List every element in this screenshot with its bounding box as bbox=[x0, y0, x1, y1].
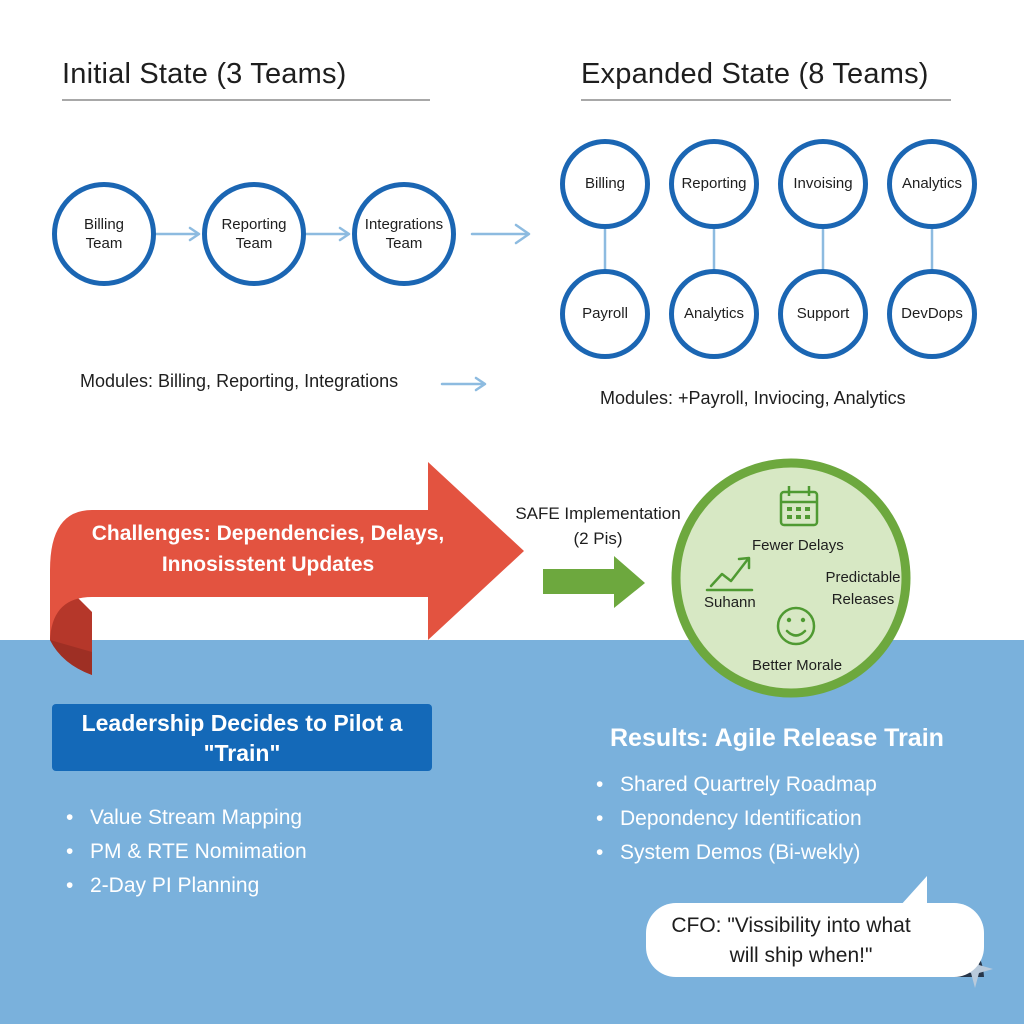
leadership-line-1: Leadership Decides to Pilot a bbox=[81, 710, 403, 736]
fewer-delays-label: Fewer Delays bbox=[752, 537, 844, 554]
challenges-line-1: Challenges: Dependencies, Delays, bbox=[91, 522, 445, 545]
team-billing: Billing Team bbox=[52, 182, 156, 286]
team-top-reporting: Reporting bbox=[669, 139, 759, 229]
team-reporting: Reporting Team bbox=[202, 182, 306, 286]
leadership-bullets: Value Stream Mapping PM & RTE Nomimation… bbox=[66, 801, 307, 903]
results-circle bbox=[671, 458, 911, 698]
team-bottom-payroll: Payroll bbox=[560, 269, 650, 359]
calendar-icon bbox=[779, 486, 819, 527]
leadership-banner: Leadership Decides to Pilot a "Train" bbox=[52, 704, 432, 771]
bullet-item: System Demos (Bi-wekly) bbox=[596, 836, 877, 870]
better-morale-label: Better Morale bbox=[752, 657, 843, 674]
team-bottom-support: Support bbox=[778, 269, 868, 359]
sparkle-icon bbox=[957, 950, 993, 988]
bullet-item: Value Stream Mapping bbox=[66, 801, 307, 835]
initial-state-title: Initial State (3 Teams) bbox=[62, 58, 347, 90]
cfo-quote: CFO: "Vissibility into what will ship wh… bbox=[646, 911, 936, 971]
bullet-item: 2-Day PI Planning bbox=[66, 869, 307, 903]
challenges-arrow bbox=[50, 462, 524, 675]
results-title: Results: Agile Release Train bbox=[610, 724, 944, 752]
team-integrations: Integrations Team bbox=[352, 182, 456, 286]
flow-arrow-initial-to-expanded bbox=[470, 223, 531, 245]
safe-arrow bbox=[543, 556, 645, 608]
initial-modules: Modules: Billing, Reporting, Integration… bbox=[80, 371, 399, 391]
expanded-state-title: Expanded State (8 Teams) bbox=[581, 58, 929, 90]
challenges-text: Challenges: Dependencies, Delays, Innosi… bbox=[68, 518, 468, 580]
cfo-speech-bubble bbox=[646, 903, 984, 977]
bullet-item: Depondency Identification bbox=[596, 802, 877, 836]
smiley-icon bbox=[776, 606, 816, 646]
bullet-item: PM & RTE Nomimation bbox=[66, 835, 307, 869]
safe-line-1: SAFE Implementation bbox=[515, 504, 681, 523]
bullet-item: Shared Quartrely Roadmap bbox=[596, 768, 877, 802]
leadership-line-2: "Train" bbox=[203, 740, 281, 766]
modules-arrow bbox=[440, 376, 487, 392]
trend-up-icon bbox=[705, 556, 754, 592]
safe-implementation-label: SAFE Implementation (2 Pis) bbox=[508, 501, 688, 551]
results-bullets: Shared Quartrely Roadmap Depondency Iden… bbox=[596, 768, 877, 870]
challenges-line-2: Innosisstent Updates bbox=[161, 553, 375, 576]
expanded-title-underline bbox=[581, 99, 951, 101]
flow-arrow-reporting-integrations bbox=[304, 226, 351, 242]
predictable-line-1: Predictable bbox=[825, 569, 901, 586]
initial-title-underline bbox=[62, 99, 430, 101]
team-top-billing: Billing bbox=[560, 139, 650, 229]
team-top-analytics: Analytics bbox=[887, 139, 977, 229]
team-bottom-analytics: Analytics bbox=[669, 269, 759, 359]
flow-arrow-billing-reporting bbox=[154, 226, 201, 242]
quote-line-2: will ship when!" bbox=[729, 944, 873, 967]
suhann-label: Suhann bbox=[704, 594, 756, 611]
safe-line-2: (2 Pis) bbox=[573, 529, 623, 548]
predictable-line-2: Releases bbox=[831, 591, 895, 608]
quote-line-1: CFO: "Vissibility into what bbox=[671, 914, 911, 937]
predictable-releases-label: Predictable Releases bbox=[822, 567, 904, 611]
team-bottom-devdops: DevDops bbox=[887, 269, 977, 359]
team-top-invoising: Invoising bbox=[778, 139, 868, 229]
expanded-modules: Modules: +Payroll, Inviocing, Analytics bbox=[600, 388, 906, 408]
